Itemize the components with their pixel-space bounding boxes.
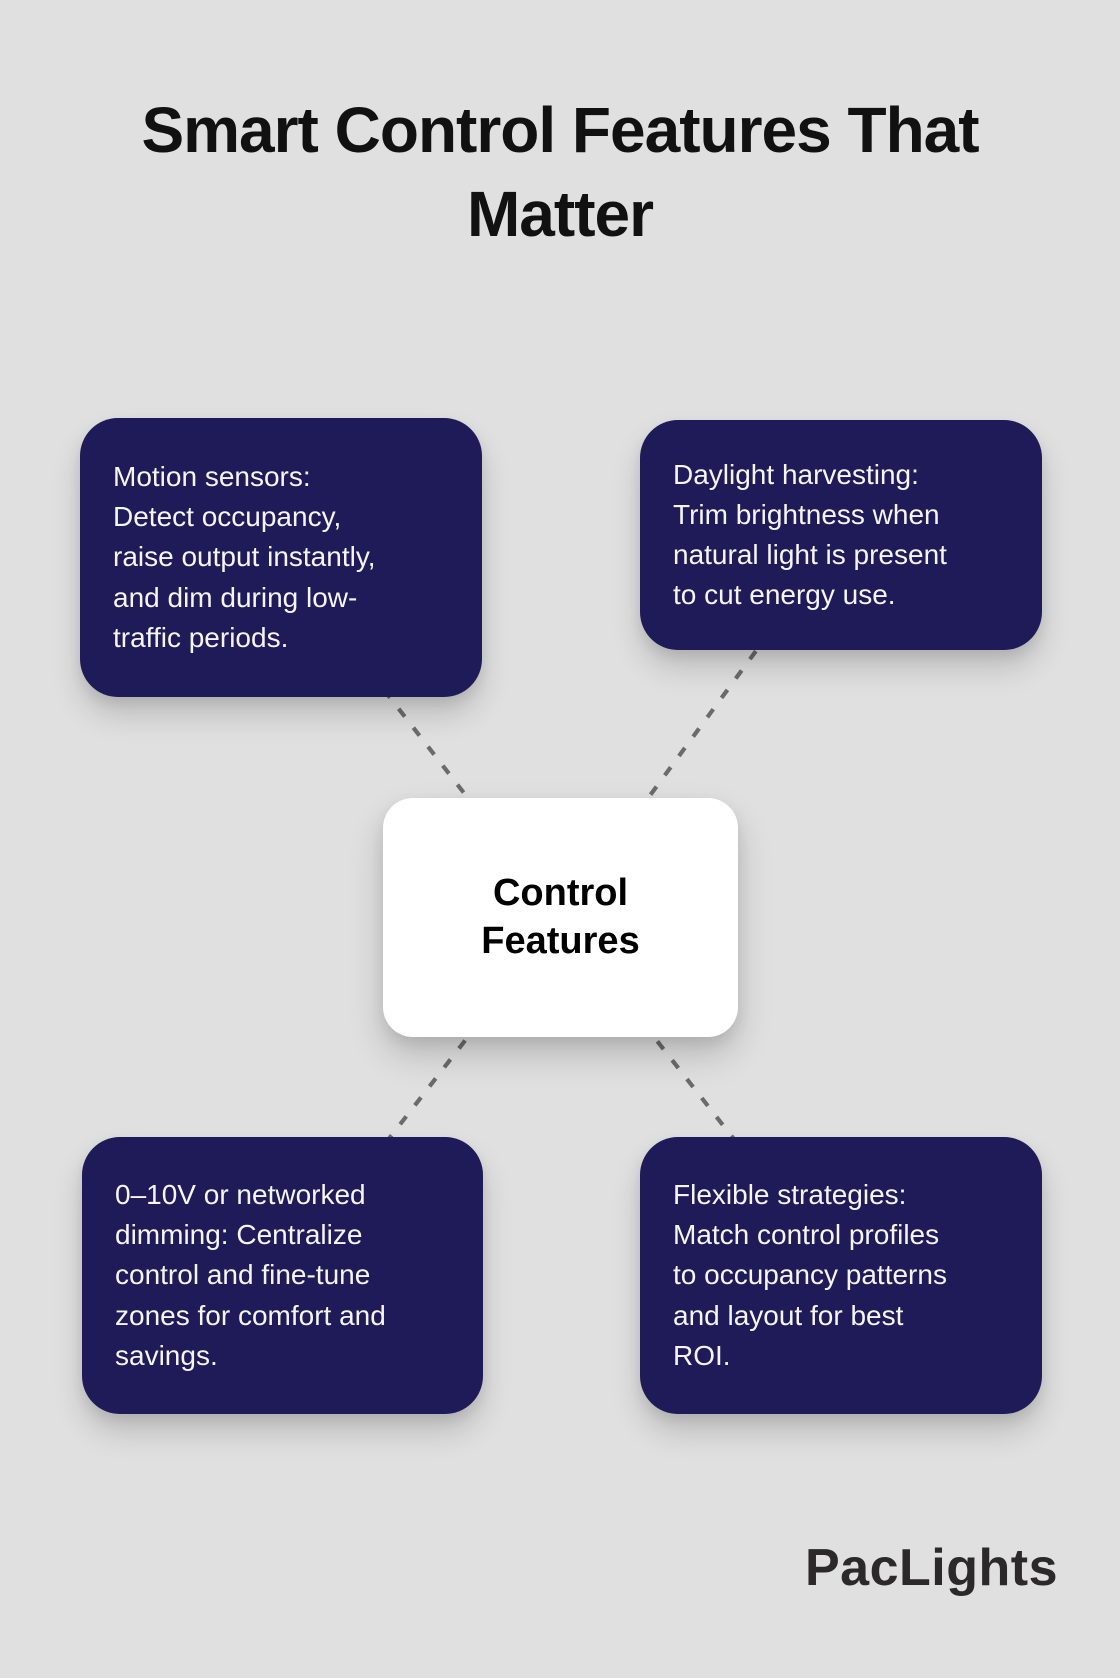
node-flexible-strategies: Flexible strategies: Match control profi… <box>640 1137 1042 1414</box>
node-motion-sensors: Motion sensors: Detect occupancy, raise … <box>80 418 482 697</box>
page-title: Smart Control Features That Matter <box>141 94 979 251</box>
node-motion-sensors-text: Motion sensors: Detect occupancy, raise … <box>113 461 376 653</box>
center-node-label: Control Features <box>481 871 640 962</box>
node-daylight-harvesting-text: Daylight harvesting: Trim brightness whe… <box>673 458 947 611</box>
node-daylight-harvesting: Daylight harvesting: Trim brightness whe… <box>640 420 1042 650</box>
center-node: Control Features <box>383 798 738 1037</box>
node-networked-dimming-text: 0–10V or networked dimming: Centralize c… <box>115 1179 386 1371</box>
node-flexible-strategies-text: Flexible strategies: Match control profi… <box>673 1179 947 1371</box>
paclights-logo: PacLights <box>805 1539 1058 1597</box>
node-networked-dimming: 0–10V or networked dimming: Centralize c… <box>82 1137 483 1414</box>
